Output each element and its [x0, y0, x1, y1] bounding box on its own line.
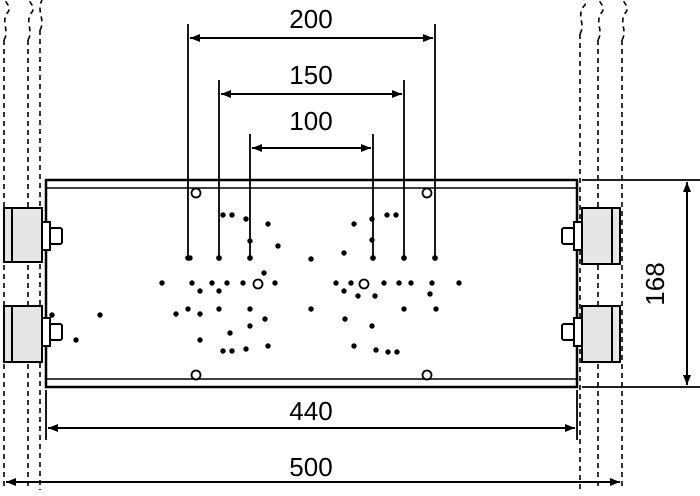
mounting-hole [394, 349, 400, 355]
mounting-hole [247, 306, 253, 312]
mounting-hole [369, 216, 375, 222]
mounting-hole [408, 280, 414, 286]
mounting-hole [351, 221, 357, 227]
right-bracket-top [561, 207, 621, 265]
mounting-hole [384, 212, 390, 218]
mounting-hole [197, 337, 203, 343]
dim-label-168: 168 [640, 262, 670, 305]
mounting-hole [385, 349, 391, 355]
mounting-hole [369, 237, 375, 243]
fixing-hole [252, 278, 264, 290]
mounting-hole [342, 316, 348, 322]
mounting-hole [224, 280, 230, 286]
mounting-hole [401, 306, 407, 312]
mounting-hole [73, 337, 79, 343]
mounting-hole [432, 255, 438, 261]
mounting-hole [401, 255, 407, 261]
mounting-hole [227, 330, 233, 336]
mounting-hole [262, 316, 268, 322]
fixing-hole [190, 187, 202, 199]
fixing-hole [190, 369, 202, 381]
dim-label-500: 500 [289, 452, 332, 482]
dimension-lines [6, 34, 691, 486]
mounting-hole [209, 280, 215, 286]
mounting-hole [220, 348, 226, 354]
mounting-hole [261, 270, 267, 276]
mounting-hole [265, 343, 271, 349]
mounting-hole [341, 288, 347, 294]
mounting-hole [216, 255, 222, 261]
mounting-hole [243, 346, 249, 352]
mounting-hole [355, 293, 361, 299]
fixing-hole [421, 187, 433, 199]
mounting-hole [308, 306, 314, 312]
mounting-hole [187, 255, 193, 261]
mounting-hole [272, 280, 278, 286]
mounting-hole [185, 306, 191, 312]
mounting-hole [429, 280, 435, 286]
mounting-hole [333, 280, 339, 286]
mounting-plate [44, 178, 579, 389]
mounting-hole [275, 243, 281, 249]
hole-pattern [49, 187, 462, 381]
right-bracket-bottom [561, 305, 621, 363]
mounting-hole [308, 256, 314, 262]
mounting-hole [197, 288, 203, 294]
extension-lines [45, 24, 700, 440]
mounting-hole [396, 280, 402, 286]
mounting-hole [348, 280, 354, 286]
mounting-hole [97, 312, 103, 318]
mounting-hole [456, 280, 462, 286]
mounting-hole [49, 312, 55, 318]
mounting-hole [433, 306, 439, 312]
mounting-hole [381, 280, 387, 286]
dim-label-200: 200 [289, 4, 332, 34]
mounting-hole [173, 311, 179, 317]
mounting-hole [240, 280, 246, 286]
mounting-hole [351, 343, 357, 349]
dim-label-150: 150 [289, 60, 332, 90]
mounting-hole [247, 238, 253, 244]
mounting-hole [393, 212, 399, 218]
mounting-hole [427, 291, 433, 297]
mounting-hole [229, 212, 235, 218]
dim-label-440: 440 [289, 396, 332, 426]
mounting-hole [341, 250, 347, 256]
mounting-hole [197, 311, 203, 317]
mounting-hole [216, 288, 222, 294]
mounting-hole [229, 348, 235, 354]
mounting-hole [243, 216, 249, 222]
fixing-hole [421, 369, 433, 381]
mounting-hole [265, 221, 271, 227]
mounting-hole [373, 347, 379, 353]
fixing-hole [358, 278, 370, 290]
left-bracket-bottom [3, 305, 63, 363]
dim-label-100: 100 [289, 106, 332, 136]
left-bracket-top [3, 207, 63, 263]
mounting-hole [247, 323, 253, 329]
mounting-hole [189, 280, 195, 286]
mounting-hole [369, 323, 375, 329]
mounting-hole [372, 293, 378, 299]
mounting-hole [370, 255, 376, 261]
mounting-hole [220, 212, 226, 218]
mounting-hole [247, 255, 253, 261]
mounting-hole [159, 280, 165, 286]
mounting-hole [216, 306, 222, 312]
